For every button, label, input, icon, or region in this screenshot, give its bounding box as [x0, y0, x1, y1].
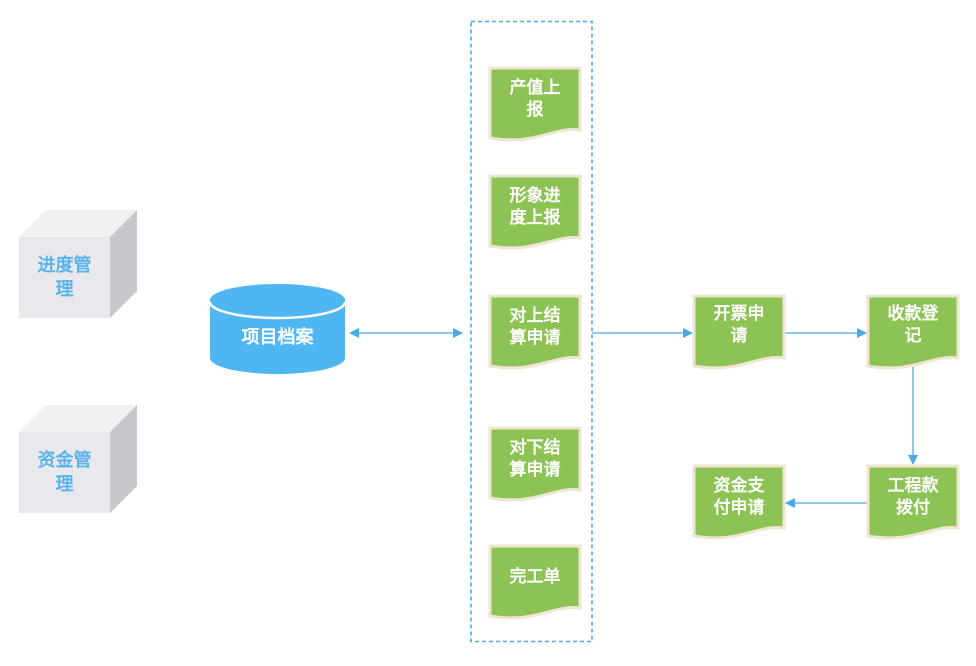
document-project-payment-disbursement[interactable]: [866, 464, 960, 540]
doc-label-payment-registration: 收款登 记: [887, 304, 939, 346]
cube-side-face: [110, 405, 137, 513]
doc-label-image-progress-report: 形象进 度上报: [509, 186, 561, 228]
doc-label-fund-payment-application: 资金支 付申请: [713, 476, 765, 518]
document-payment-registration[interactable]: [866, 294, 960, 370]
cube-fund-management[interactable]: [19, 405, 137, 513]
cube-label-progress-management: 进度管 理: [37, 254, 92, 300]
database-label-project-archive: 项目档案: [241, 327, 314, 348]
database-project-archive[interactable]: [208, 284, 347, 374]
database-rim: [208, 301, 347, 320]
doc-label-lower-settlement-application: 对下结 算申请: [509, 438, 561, 480]
doc-label-invoice-application: 开票申 请: [713, 304, 765, 346]
doc-label-output-value-report: 产值上 报: [509, 78, 561, 120]
doc-label-completion-order: 完工单: [509, 567, 561, 587]
cube-front-face: [19, 237, 110, 318]
doc-label-upper-settlement-application: 对上结 算申请: [509, 306, 561, 348]
cube-label-fund-management: 资金管 理: [37, 449, 92, 495]
document-upper-settlement-application[interactable]: [488, 294, 582, 370]
document-invoice-application[interactable]: [692, 294, 786, 370]
document-fund-payment-application[interactable]: [692, 464, 786, 540]
cube-top-face: [19, 210, 137, 237]
document-completion-order[interactable]: [488, 544, 582, 620]
settlement-group-container: [470, 20, 593, 643]
doc-label-project-payment-disbursement: 工程款 拨付: [887, 476, 939, 518]
document-image-progress-report[interactable]: [488, 174, 582, 250]
document-output-value-report[interactable]: [488, 66, 582, 142]
document-lower-settlement-application[interactable]: [488, 426, 582, 502]
cube-top-face: [19, 405, 137, 432]
cube-front-face: [19, 432, 110, 513]
database-body: [210, 300, 345, 374]
cube-progress-management[interactable]: [19, 210, 137, 318]
cube-side-face: [110, 210, 137, 318]
database-top: [210, 284, 345, 316]
